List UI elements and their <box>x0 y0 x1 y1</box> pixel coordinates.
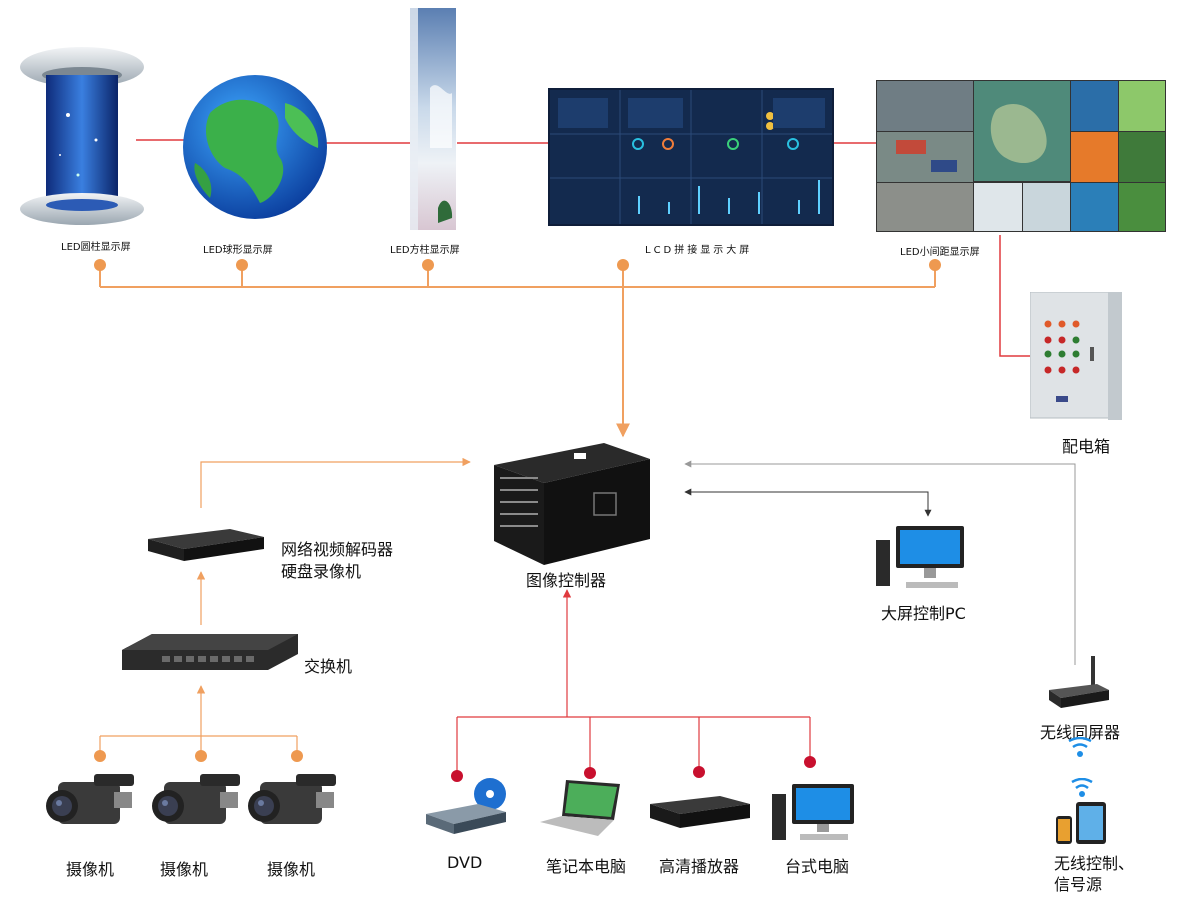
wireless-line <box>684 460 1076 665</box>
led-cylinder-icon <box>20 47 144 225</box>
hd-player-icon <box>650 796 750 828</box>
camera-label: 摄像机 <box>160 860 209 879</box>
camera-dot <box>195 750 207 762</box>
source-label-desktop: 台式电脑 <box>785 857 850 876</box>
wireless-label: 无线同屏器 <box>1040 723 1121 742</box>
source-label-dvd: DVD <box>447 853 483 872</box>
source-dot <box>693 766 705 778</box>
camera-line <box>99 457 471 756</box>
desktop-pc-icon <box>876 526 964 588</box>
camera-dot <box>94 750 106 762</box>
decoder-label-line2: 硬盘录像机 <box>281 562 362 581</box>
display-label-led-small-pitch: LED小间距显示屏 <box>900 247 980 258</box>
big-screen-pc-label: 大屏控制PC <box>881 604 966 623</box>
wireless-control-label-line2: 信号源 <box>1054 875 1103 894</box>
power-box-label: 配电箱 <box>1062 437 1111 456</box>
image-controller-icon <box>494 443 650 565</box>
switch-label: 交换机 <box>304 657 353 676</box>
display-label-led-sphere: LED球形显示屏 <box>203 245 273 256</box>
power-distribution-box-icon <box>1030 292 1122 420</box>
wireless-router-icon <box>1049 656 1109 708</box>
bus-dot <box>422 259 434 271</box>
bus-dot <box>236 259 248 271</box>
display-label-led-cylinder: LED圆柱显示屏 <box>61 242 131 253</box>
source-label-hd-player: 高清播放器 <box>659 857 740 876</box>
tablet-phone-icon <box>1056 802 1106 844</box>
camera-icon <box>46 774 134 824</box>
power-box-line <box>999 235 1030 357</box>
pc-line <box>684 488 932 517</box>
laptop-icon <box>540 780 620 836</box>
source-dot <box>804 756 816 768</box>
sources-line <box>456 589 811 776</box>
decoder-label-line1: 网络视频解码器 <box>281 540 394 559</box>
display-chain-line <box>136 139 876 144</box>
led-square-column-icon <box>410 8 456 230</box>
display-label-lcd-wall: LCD拼接显示大屏 <box>645 245 753 256</box>
display-label-led-square-column: LED方柱显示屏 <box>390 245 460 256</box>
source-dot <box>584 767 596 779</box>
camera-label: 摄像机 <box>267 860 316 879</box>
decoder-icon <box>148 529 264 561</box>
led-small-pitch-icon <box>876 80 1166 232</box>
wifi-icon <box>1071 778 1093 797</box>
wireless-control-label-line1: 无线控制、 <box>1054 854 1135 873</box>
wifi-icon <box>1068 737 1092 757</box>
bus-dot <box>929 259 941 271</box>
camera-label: 摄像机 <box>66 860 115 879</box>
dvd-player-icon <box>426 778 506 834</box>
source-dot <box>451 770 463 782</box>
network-switch-icon <box>122 634 298 670</box>
display-bus-line <box>99 265 936 438</box>
desktop-computer-icon <box>772 784 854 840</box>
source-label-laptop: 笔记本电脑 <box>546 857 627 876</box>
camera-icon <box>152 774 240 824</box>
camera-dot <box>291 750 303 762</box>
camera-icon <box>248 774 336 824</box>
bus-dot <box>94 259 106 271</box>
led-sphere-icon <box>183 75 327 219</box>
lcd-video-wall-icon <box>548 88 834 226</box>
bus-dot <box>617 259 629 271</box>
controller-label: 图像控制器 <box>526 571 607 590</box>
